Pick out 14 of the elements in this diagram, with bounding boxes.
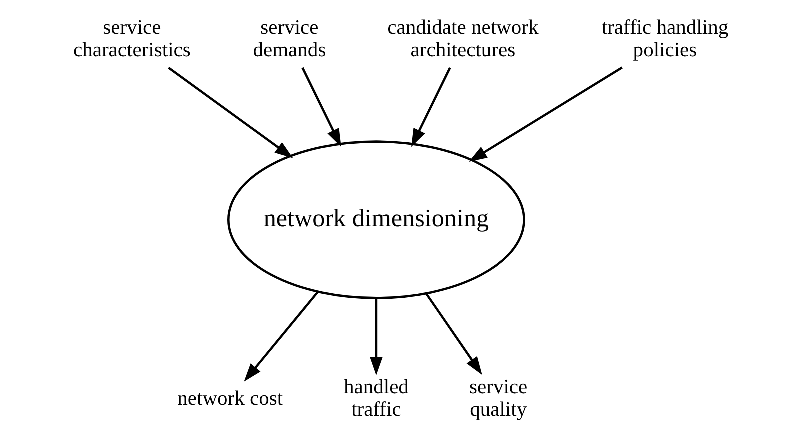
node-text: service characteristics [72,16,190,62]
arrow [425,293,482,376]
arrow [411,67,451,148]
arrow [468,66,622,162]
node-text: candidate network architectures [387,16,538,62]
arrow [244,292,318,382]
arrow [301,67,341,148]
node-text: service demands [252,16,326,62]
node-text: network cost [177,388,283,410]
node-text: traffic handling policies [601,16,728,62]
node-text: service quality [469,376,528,422]
arrow [168,67,293,158]
arrow [370,298,382,376]
node-text: handled traffic [343,376,408,422]
